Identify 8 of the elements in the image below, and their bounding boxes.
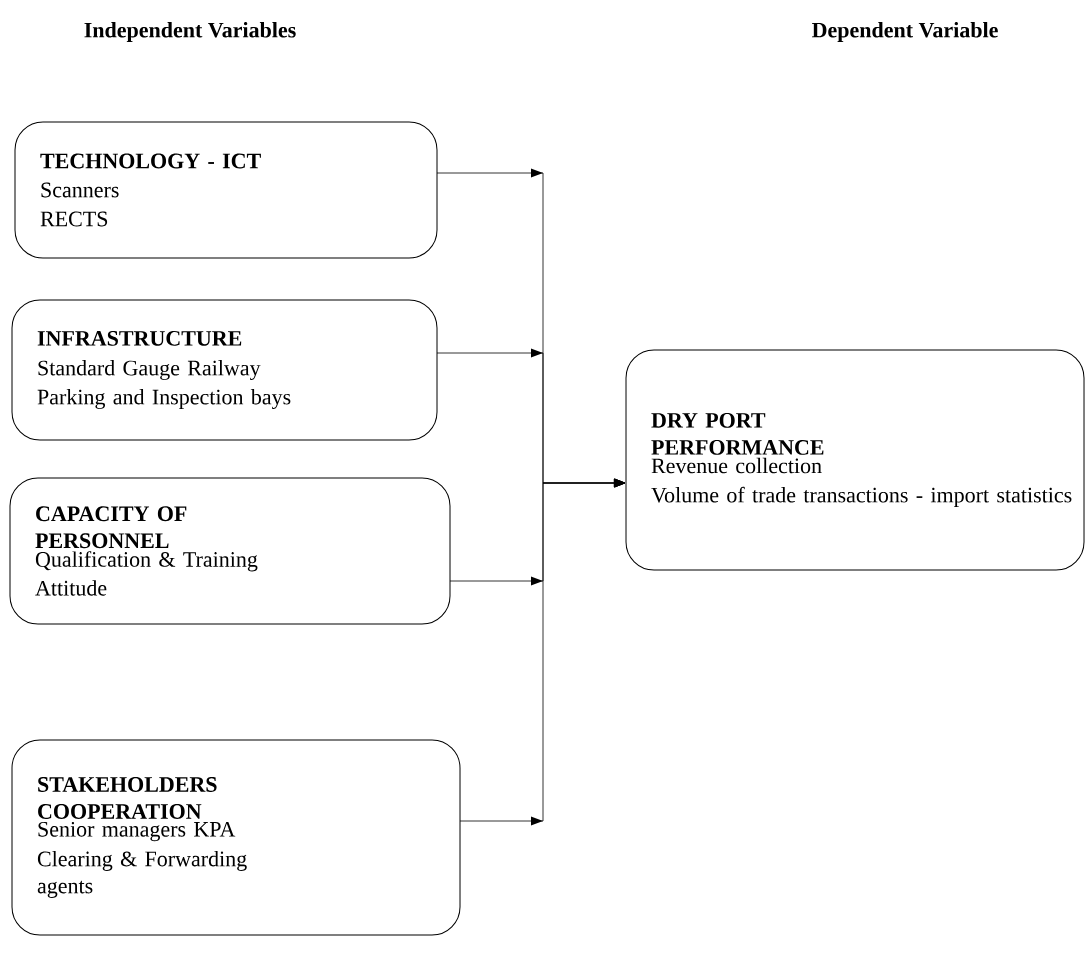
- arrow: [459, 478, 626, 826]
- column-heading: Dependent Variable: [812, 22, 998, 42]
- variable-box: CAPACITY OF PERSONNEL Qualification & Training Attitude: [9, 477, 451, 625]
- variable-box: TECHNOLOGY - ICT Scanners RECTS: [14, 121, 438, 259]
- variable-box: INFRASTRUCTURE Standard Gauge Railway Parking and Inspection bays: [11, 299, 438, 441]
- column-heading: Independent Variables: [84, 22, 296, 42]
- variable-box: STAKEHOLDERS COOPERATION Senior managers KPA Clearing & Forwarding agents: [11, 739, 461, 936]
- outcome-box: DRY PORT PERFORMANCE Revenue collection Volume of trade transactions - import statistics: [625, 349, 1085, 571]
